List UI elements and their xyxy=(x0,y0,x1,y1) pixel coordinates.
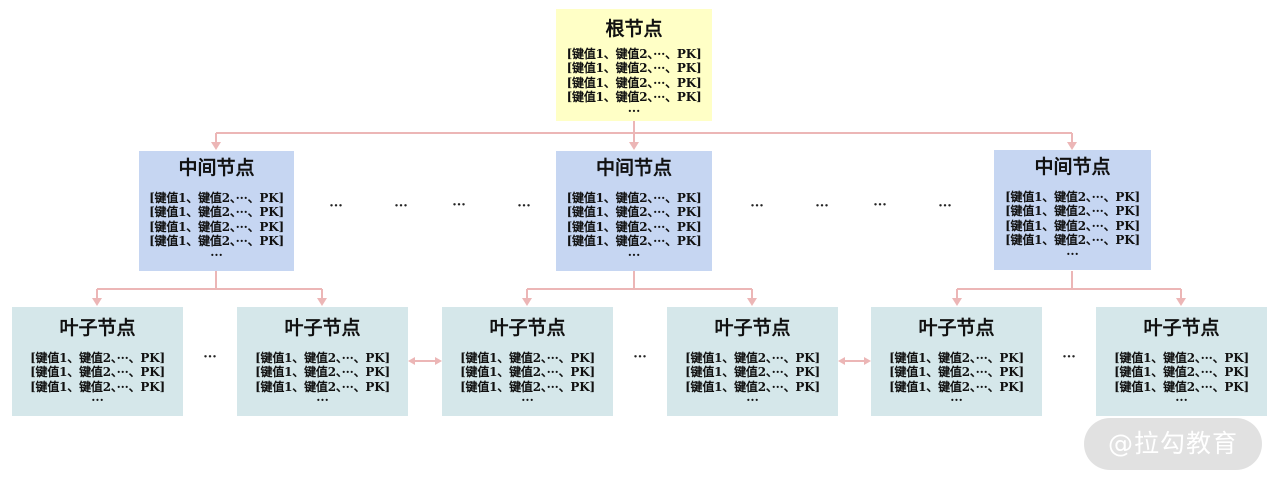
leaf-node-row: [键值1、键值2、···、PK] xyxy=(1114,379,1249,394)
connector-arrowhead xyxy=(211,142,221,150)
connector-arrowhead xyxy=(952,298,962,306)
gap-ellipsis: ··· xyxy=(1062,350,1076,365)
sibling-arrowhead xyxy=(408,357,415,365)
sibling-arrowhead xyxy=(838,357,845,365)
middle-node-ellipsis: ··· xyxy=(627,247,641,262)
gap-ellipsis: ··· xyxy=(750,199,764,214)
leaf-node: 叶子节点 [键值1、键值2、···、PK] [键值1、键值2、···、PK] [… xyxy=(871,307,1042,416)
leaf-node-row: [键值1、键值2、···、PK] xyxy=(460,379,595,394)
leaf-node-row: [键值1、键值2、···、PK] xyxy=(30,379,165,394)
leaf-node-row: [键值1、键值2、···、PK] xyxy=(30,351,165,365)
connector-arrowhead xyxy=(92,298,102,306)
leaf-node: 叶子节点 [键值1、键值2、···、PK] [键值1、键值2、···、PK] [… xyxy=(667,307,838,416)
gap-ellipsis: ··· xyxy=(873,198,887,213)
middle-node-row: [键值1、键值2、···、PK] xyxy=(566,191,702,205)
leaf-node-ellipsis: ··· xyxy=(746,393,759,408)
root-node-row: [键值1、键值2、···、PK] xyxy=(566,47,702,61)
root-node: 根节点 [键值1、键值2、···、PK] [键值1、键值2、···、PK] [键… xyxy=(556,9,712,121)
leaf-node-title: 叶子节点 xyxy=(714,317,791,339)
middle-node-row: [键值1、键值2、···、PK] xyxy=(149,219,284,234)
connector-arrowhead xyxy=(522,298,532,306)
watermark-badge: @拉勾教育 xyxy=(1084,418,1262,470)
leaf-node-title: 叶子节点 xyxy=(284,317,361,339)
leaf-node-ellipsis: ··· xyxy=(1175,393,1188,408)
leaf-node-title: 叶子节点 xyxy=(489,317,566,339)
connector-arrowhead xyxy=(1176,298,1186,306)
sibling-arrowhead xyxy=(864,357,871,365)
leaf-node-row: [键值1、键值2、···、PK] xyxy=(255,365,390,380)
connector-arrowhead xyxy=(629,142,639,150)
middle-node-ellipsis: ··· xyxy=(210,247,223,262)
middle-node-row: [键值1、键值2、···、PK] xyxy=(1005,233,1140,248)
middle-node-row: [键值1、键值2、···、PK] xyxy=(566,234,702,249)
leaf-node-row: [键值1、键值2、···、PK] xyxy=(460,351,595,365)
root-node-title: 根节点 xyxy=(605,18,663,40)
middle-node-row: [键值1、键值2、···、PK] xyxy=(1005,218,1140,233)
root-node-row: [键值1、键值2、···、PK] xyxy=(566,90,702,105)
middle-node-title: 中间节点 xyxy=(595,157,672,179)
leaf-node-ellipsis: ··· xyxy=(91,393,104,408)
leaf-node-row: [键值1、键值2、···、PK] xyxy=(255,351,390,365)
leaf-node-row: [键值1、键值2、···、PK] xyxy=(685,351,820,365)
root-node-row: [键值1、键值2、···、PK] xyxy=(566,75,702,90)
connector-arrowhead xyxy=(1067,142,1077,150)
leaf-node: 叶子节点 [键值1、键值2、···、PK] [键值1、键值2、···、PK] [… xyxy=(442,307,613,416)
gap-ellipsis: ··· xyxy=(203,350,217,365)
root-node-row: [键值1、键值2、···、PK] xyxy=(566,61,702,76)
sibling-arrowhead xyxy=(435,357,442,365)
leaf-node-title: 叶子节点 xyxy=(1143,317,1220,339)
leaf-node-ellipsis: ··· xyxy=(316,393,329,408)
leaf-node: 叶子节点 [键值1、键值2、···、PK] [键值1、键值2、···、PK] [… xyxy=(1096,307,1267,416)
leaf-node: 叶子节点 [键值1、键值2、···、PK] [键值1、键值2、···、PK] [… xyxy=(237,307,408,416)
leaf-node-row: [键值1、键值2、···、PK] xyxy=(889,365,1024,380)
leaf-node-row: [键值1、键值2、···、PK] xyxy=(30,365,165,380)
middle-node-row: [键值1、键值2、···、PK] xyxy=(566,219,702,234)
gap-ellipsis: ··· xyxy=(633,350,647,365)
gap-ellipsis: ··· xyxy=(452,198,466,213)
middle-node-row: [键值1、键值2、···、PK] xyxy=(149,234,284,249)
middle-node: 中间节点 [键值1、键值2、···、PK] [键值1、键值2、···、PK] [… xyxy=(994,150,1151,270)
leaf-node-row: [键值1、键值2、···、PK] xyxy=(685,379,820,394)
middle-node-row: [键值1、键值2、···、PK] xyxy=(149,191,284,205)
leaf-node-row: [键值1、键值2、···、PK] xyxy=(255,379,390,394)
connector-arrowhead xyxy=(747,298,757,306)
leaf-node-title: 叶子节点 xyxy=(59,317,136,339)
leaf-node-row: [键值1、键值2、···、PK] xyxy=(460,365,595,380)
gap-ellipsis: ··· xyxy=(329,199,343,214)
middle-node-title: 中间节点 xyxy=(1034,156,1111,178)
gap-ellipsis: ··· xyxy=(938,199,952,214)
middle-node-row: [键值1、键值2、···、PK] xyxy=(1005,190,1140,204)
middle-node-ellipsis: ··· xyxy=(1066,246,1079,261)
middle-node-row: [键值1、键值2、···、PK] xyxy=(149,205,284,220)
leaf-node-row: [键值1、键值2、···、PK] xyxy=(1114,365,1249,380)
leaf-node-ellipsis: ··· xyxy=(950,393,963,408)
middle-node-title: 中间节点 xyxy=(178,157,255,179)
middle-node-row: [键值1、键值2、···、PK] xyxy=(1005,204,1140,219)
middle-node: 中间节点 [键值1、键值2、···、PK] [键值1、键值2、···、PK] [… xyxy=(556,151,712,271)
connector-arrowhead xyxy=(317,298,327,306)
leaf-node-row: [键值1、键值2、···、PK] xyxy=(889,351,1024,365)
root-node-ellipsis: ··· xyxy=(627,103,641,118)
gap-ellipsis: ··· xyxy=(394,199,408,214)
leaf-node-row: [键值1、键值2、···、PK] xyxy=(1114,351,1249,365)
middle-node: 中间节点 [键值1、键值2、···、PK] [键值1、键值2、···、PK] [… xyxy=(139,151,294,271)
leaf-node-row: [键值1、键值2、···、PK] xyxy=(685,365,820,380)
gap-ellipsis: ··· xyxy=(517,199,531,214)
leaf-node: 叶子节点 [键值1、键值2、···、PK] [键值1、键值2、···、PK] [… xyxy=(12,307,183,416)
leaf-node-row: [键值1、键值2、···、PK] xyxy=(889,379,1024,394)
leaf-node-title: 叶子节点 xyxy=(918,317,995,339)
middle-node-row: [键值1、键值2、···、PK] xyxy=(566,205,702,220)
gap-ellipsis: ··· xyxy=(815,199,829,214)
leaf-node-ellipsis: ··· xyxy=(521,393,534,408)
